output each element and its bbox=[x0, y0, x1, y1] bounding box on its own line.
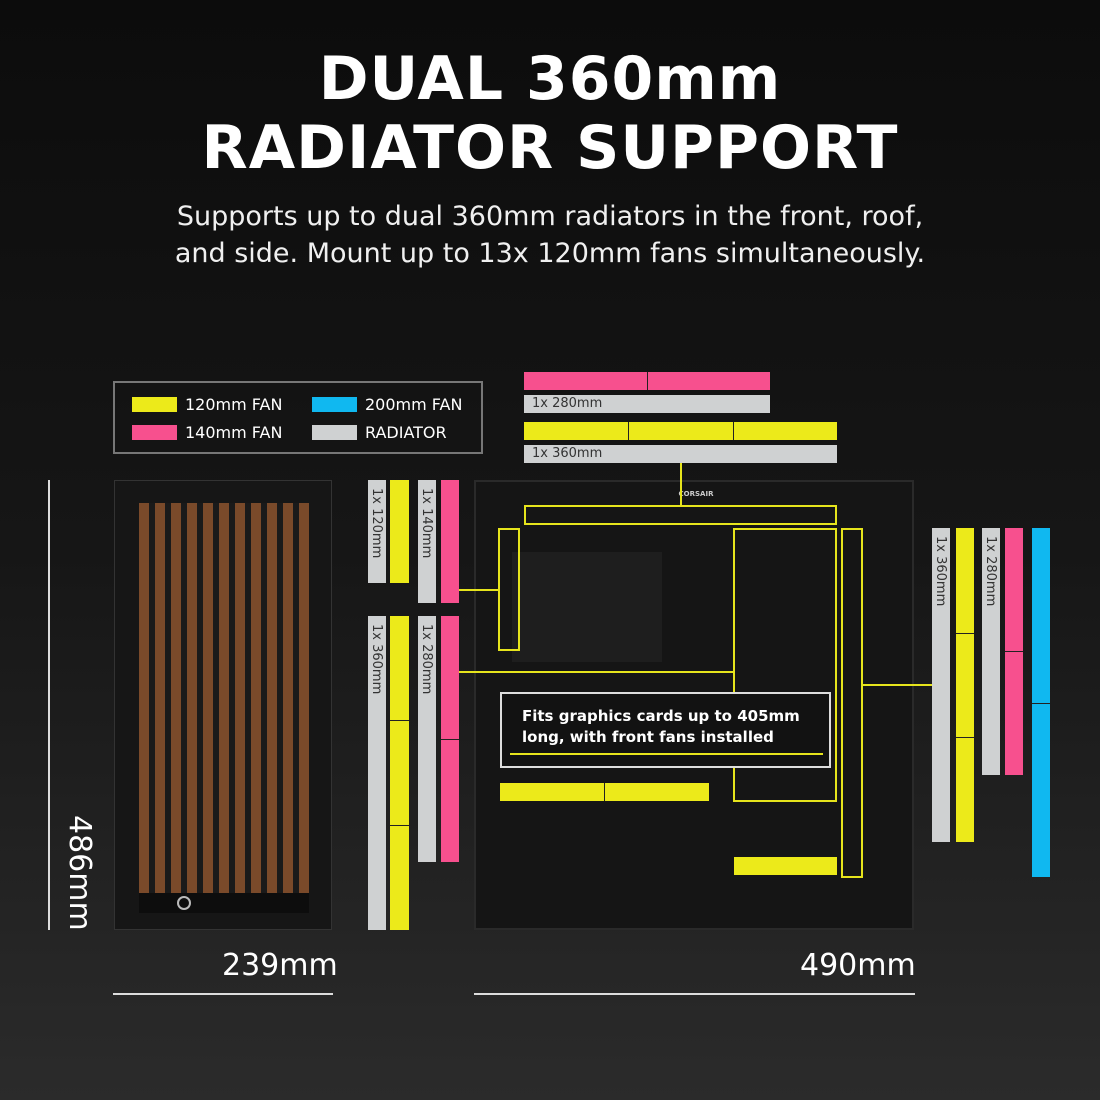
case-front-panel bbox=[114, 480, 332, 930]
swatch-icon bbox=[312, 397, 357, 412]
bottom-fans-in-case bbox=[500, 783, 709, 801]
height-dimension: 486mm bbox=[62, 815, 97, 931]
bottom-140mm-fans bbox=[441, 616, 459, 862]
bottom-360mm-radiator: 1x 360mm bbox=[368, 616, 386, 930]
wood-slats bbox=[139, 503, 309, 893]
depth-dimension-line bbox=[474, 993, 915, 995]
brand-logo: CORSAIR bbox=[678, 490, 714, 498]
bottom-120mm-fans bbox=[390, 616, 409, 930]
legend: 120mm FAN 200mm FAN 140mm FAN RADIATOR bbox=[113, 381, 483, 454]
radiator-label: 1x 140mm bbox=[419, 488, 434, 559]
legend-item: 140mm FAN bbox=[132, 423, 282, 442]
depth-dimension: 490mm bbox=[800, 948, 916, 983]
top-120mm-fans bbox=[524, 422, 837, 440]
legend-item: RADIATOR bbox=[312, 423, 447, 442]
callout-line: Fits graphics cards up to 405mm bbox=[522, 707, 800, 725]
side-120mm-fans bbox=[956, 528, 974, 842]
legend-item: 200mm FAN bbox=[312, 395, 462, 414]
radiator-label: 1x 120mm bbox=[369, 488, 384, 559]
power-button-icon bbox=[177, 896, 191, 910]
top-mount-outline bbox=[524, 505, 837, 525]
swatch-icon bbox=[132, 397, 177, 412]
bottom-280mm-radiator: 1x 280mm bbox=[418, 616, 436, 862]
width-dimension-line bbox=[113, 993, 333, 995]
front-mount-outline bbox=[733, 528, 837, 802]
height-dimension-line bbox=[48, 480, 50, 930]
radiator-label: 1x 360mm bbox=[369, 624, 384, 695]
rear-mount-outline bbox=[498, 528, 520, 651]
title-line-1: DUAL 360mm bbox=[318, 44, 782, 114]
gpu-callout: Fits graphics cards up to 405mm long, wi… bbox=[500, 692, 831, 768]
width-dimension: 239mm bbox=[222, 948, 338, 983]
radiator-label: 1x 280mm bbox=[983, 536, 998, 607]
top-360mm-radiator: 1x 360mm bbox=[524, 445, 837, 463]
rear-120mm-fan bbox=[390, 480, 409, 583]
callout-text: Fits graphics cards up to 405mm long, wi… bbox=[522, 706, 800, 748]
top-140mm-fans bbox=[524, 372, 770, 390]
connector-line bbox=[459, 671, 733, 673]
legend-label: 140mm FAN bbox=[185, 423, 283, 442]
subtitle-line-2: and side. Mount up to 13x 120mm fans sim… bbox=[174, 238, 926, 269]
legend-label: 200mm FAN bbox=[365, 395, 463, 414]
connector-line bbox=[459, 589, 499, 591]
legend-label: 120mm FAN bbox=[185, 395, 283, 414]
subtitle-line-1: Supports up to dual 360mm radiators in t… bbox=[176, 201, 924, 232]
side-280mm-radiator: 1x 280mm bbox=[982, 528, 1000, 775]
rear-140mm-fan bbox=[441, 480, 459, 603]
legend-label: RADIATOR bbox=[365, 423, 447, 442]
side-140mm-fans bbox=[1005, 528, 1023, 775]
swatch-icon bbox=[312, 425, 357, 440]
side-mount-outline bbox=[841, 528, 863, 878]
top-280mm-radiator: 1x 280mm bbox=[524, 395, 770, 413]
connector-line bbox=[863, 684, 932, 686]
motherboard-tray bbox=[512, 552, 662, 662]
radiator-label: 1x 280mm bbox=[532, 396, 603, 411]
radiator-label: 1x 360mm bbox=[933, 536, 948, 607]
title-line-2: RADIATOR SUPPORT bbox=[201, 113, 899, 183]
legend-item: 120mm FAN bbox=[132, 395, 282, 414]
callout-line: long, with front fans installed bbox=[522, 728, 774, 746]
psu-shroud-fan bbox=[734, 857, 837, 875]
radiator-label: 1x 360mm bbox=[532, 446, 603, 461]
side-360mm-radiator: 1x 360mm bbox=[932, 528, 950, 842]
rear-140mm-radiator: 1x 140mm bbox=[418, 480, 436, 603]
rear-120mm-radiator: 1x 120mm bbox=[368, 480, 386, 583]
connector-line bbox=[680, 463, 682, 505]
radiator-label: 1x 280mm bbox=[419, 624, 434, 695]
gpu-length-arrow bbox=[510, 753, 823, 755]
swatch-icon bbox=[132, 425, 177, 440]
side-200mm-fans bbox=[1032, 528, 1050, 877]
front-io-panel bbox=[139, 893, 309, 913]
